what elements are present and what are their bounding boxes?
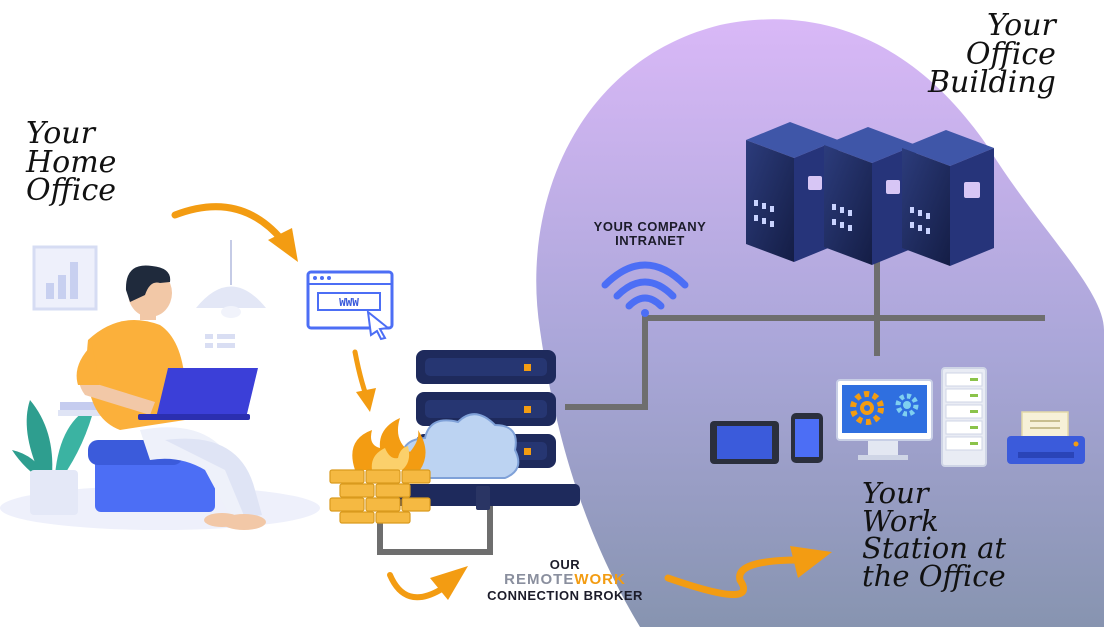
cloud-icon	[401, 413, 520, 510]
list-icon	[205, 334, 235, 348]
flow-arrowhead	[430, 566, 468, 600]
broker-brand-work: WORK	[574, 571, 626, 589]
printer-icon	[1007, 411, 1085, 464]
intranet-label-line1: YOUR COMPANY	[593, 219, 707, 234]
office-server-icon	[902, 130, 994, 266]
flow-arrow	[171, 203, 286, 244]
connection-broker-label: OUR REMOTEWORK CONNECTION BROKER	[455, 557, 675, 603]
lamp-icon	[196, 240, 266, 318]
monitor-icon	[836, 379, 933, 460]
gear-icon	[895, 393, 919, 417]
firewall-icon	[329, 418, 431, 524]
phone-icon	[791, 413, 823, 463]
flow-arrowhead	[790, 546, 832, 578]
intranet-label: YOUR COMPANY INTRANET	[565, 219, 735, 249]
intranet-network-lines	[565, 260, 1045, 410]
workstation-devices	[710, 367, 1085, 467]
browser-icon: WWW	[306, 270, 394, 341]
connection-broker-illustration	[329, 350, 580, 555]
tower-server-icon	[941, 367, 987, 467]
intranet-label-line2: INTRANET	[615, 233, 685, 249]
tablet-icon	[710, 421, 779, 464]
flow-arrow	[664, 556, 804, 598]
office-building-label: Your Office Building	[928, 8, 1056, 100]
broker-brand-name: REMOTEWORK	[455, 572, 675, 589]
wall-chart-icon	[32, 245, 98, 311]
broker-brand-remote: REMOTE	[504, 571, 575, 589]
browser-address-text: WWW	[339, 296, 359, 309]
flow-arrow	[387, 572, 443, 601]
work-station-label: Your Work Station at the Office	[862, 476, 1007, 593]
office-background-blob	[536, 19, 1104, 627]
cursor-icon	[366, 309, 391, 341]
home-office-illustration	[0, 240, 320, 530]
home-office-label: Your Home Office	[26, 116, 117, 208]
office-servers-illustration	[746, 122, 994, 266]
flow-arrow	[352, 349, 369, 398]
broker-label-line1: OUR	[549, 557, 581, 572]
flow-arrowhead	[356, 388, 376, 412]
wifi-icon	[601, 261, 689, 317]
plant-icon	[12, 400, 95, 515]
gear-icon	[850, 391, 884, 425]
broker-label-line3: CONNECTION BROKER	[487, 587, 643, 603]
laptop-icon	[156, 368, 258, 418]
flow-arrowhead	[268, 228, 298, 262]
